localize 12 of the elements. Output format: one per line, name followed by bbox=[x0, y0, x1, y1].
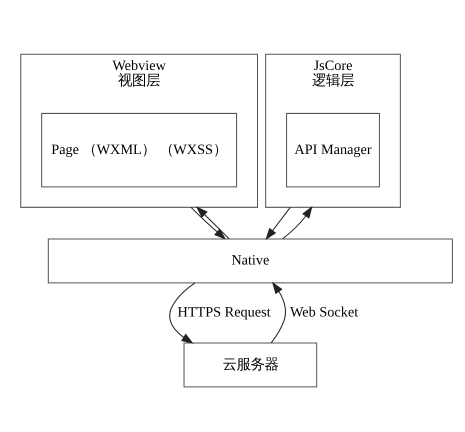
node-box: Page （WXML） （WXSS） bbox=[41, 112, 238, 187]
arrow bbox=[169, 282, 196, 344]
arrow bbox=[265, 206, 291, 240]
edge-label: Web Socket bbox=[290, 304, 358, 320]
node-box: API Manager bbox=[286, 112, 380, 187]
arrow bbox=[190, 206, 226, 240]
node-box: 云服务器 bbox=[184, 342, 318, 387]
arrow bbox=[196, 206, 230, 238]
edge-label: HTTPS Request bbox=[178, 304, 271, 320]
arrow bbox=[282, 206, 312, 239]
arrow bbox=[270, 281, 286, 342]
node-box: Native bbox=[48, 238, 453, 283]
